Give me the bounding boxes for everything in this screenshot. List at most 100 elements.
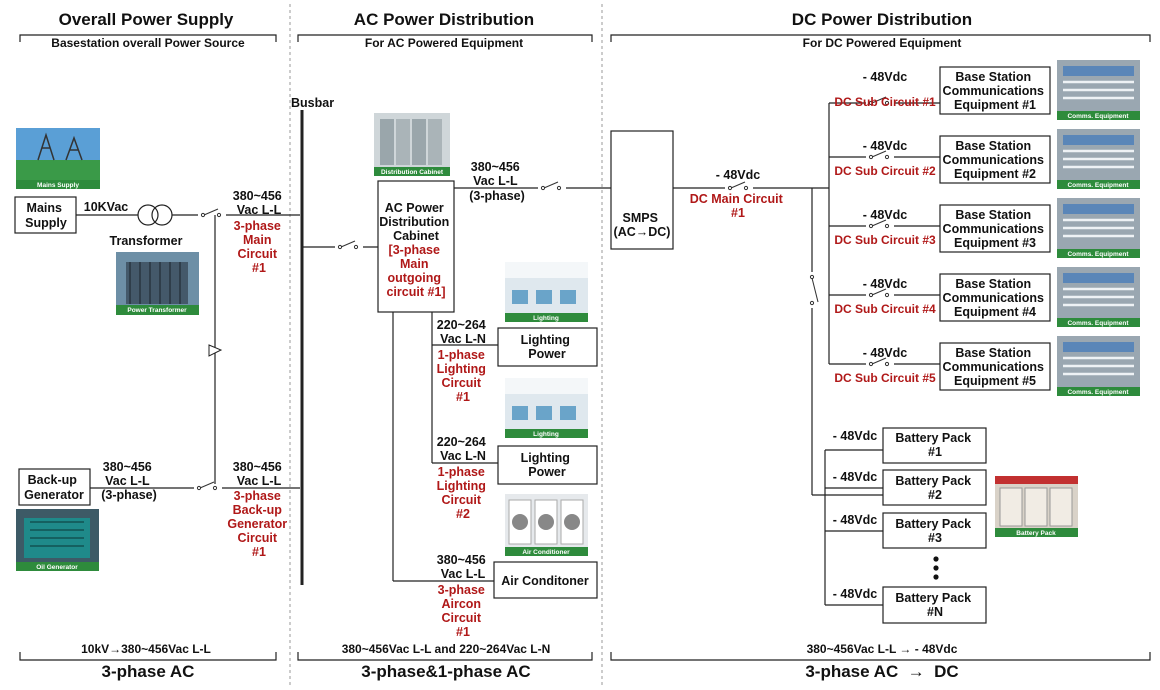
comms-equipment-1-box	[939, 66, 1051, 115]
ac-distribution-cabinet-box	[377, 180, 455, 313]
battery1-voltage: - 48Vdc	[833, 429, 878, 443]
dc-sub-circuit-3: - 48Vdc DC Sub Circuit #3 Base Station C…	[829, 204, 1051, 253]
dc-sub-circuit-2: - 48Vdc DC Sub Circuit #2 Base Station C…	[829, 135, 1051, 184]
battery-pack-n-label: Battery Pack #N	[895, 591, 974, 619]
comms-photo-2-caption: Comms. Equipment	[1067, 182, 1129, 189]
comms-photo-1-caption: Comms. Equipment	[1067, 113, 1129, 120]
battery-pack-2-label: Battery Pack #2	[895, 474, 974, 502]
smps-box	[610, 130, 674, 250]
battery-pack-1-label: Battery Pack #1	[895, 431, 974, 459]
dc-sub-circuit-5: - 48Vdc DC Sub Circuit #5 Base Station C…	[829, 342, 1051, 391]
interlock-arrow-icon	[208, 344, 223, 357]
comms-photo-3-caption: Comms. Equipment	[1067, 251, 1129, 258]
dc-footer-main: 3-phase AC → DC	[805, 662, 958, 681]
backup-generator-box	[18, 468, 91, 506]
transformer-photo-caption: Power Transformer	[127, 307, 187, 314]
aircon-photo-caption: Air Conditioner	[522, 549, 570, 556]
lighting2-circuit-label: 1-phase Lighting Circuit #2	[437, 465, 490, 521]
air-conditioner-box	[493, 561, 598, 599]
sub3-voltage: - 48Vdc	[863, 208, 908, 222]
dc-sub-circuit-4: - 48Vdc DC Sub Circuit #4 Base Station C…	[829, 273, 1051, 322]
battery-ellipsis-icon	[933, 556, 939, 580]
lighting1-photo-caption: Lighting	[533, 315, 559, 322]
dc-footer-bracket	[610, 652, 1151, 661]
overall-header-bracket	[19, 34, 277, 42]
mains-supply-photo: Mains Supply	[16, 128, 100, 189]
comms-photo-5: Comms. Equipment	[1057, 336, 1140, 396]
dc-header-bracket	[610, 34, 1151, 42]
lighting2-voltage: 220~264 Vac L-N	[437, 435, 490, 463]
sub4-circuit-label: DC Sub Circuit #4	[834, 302, 936, 316]
sub2-circuit-label: DC Sub Circuit #2	[834, 164, 936, 178]
comms-equipment-5-label: Base Station Communications Equipment #5	[943, 346, 1048, 388]
lighting1-voltage: 220~264 Vac L-N	[437, 318, 490, 346]
sub4-voltage: - 48Vdc	[863, 277, 908, 291]
generator-photo: Oil Generator	[16, 509, 99, 571]
ac-footer-bracket	[297, 652, 593, 661]
lighting2-photo-caption: Lighting	[533, 431, 559, 438]
ac-title: AC Power Distribution	[354, 10, 534, 29]
battery-pack-n-box	[882, 586, 987, 624]
distribution-cabinet-photo-caption: Distribution Cabinet	[381, 169, 444, 176]
overall-footer-bracket	[19, 652, 277, 661]
main-feed-breaker	[198, 208, 226, 219]
ac-footer-main: 3-phase&1-phase AC	[361, 662, 530, 681]
mains-supply-photo-caption: Mains Supply	[37, 182, 79, 189]
battery-feed-breaker	[808, 272, 819, 308]
overall-footer-main: 3-phase AC	[102, 662, 195, 681]
main-circuit-voltage: 380~456 Vac L-L	[233, 189, 286, 217]
battery-pack-3-label: Battery Pack #3	[895, 517, 974, 545]
battery-pack-1: - 48Vdc Battery Pack #1	[825, 427, 987, 464]
generator-breaker	[194, 481, 222, 492]
sub1-voltage: - 48Vdc	[863, 70, 908, 84]
battery-pack-photo-caption: Battery Pack	[1016, 530, 1056, 537]
lighting1-power-label: Lighting Power	[521, 333, 574, 361]
dc-main-breaker	[725, 181, 753, 192]
battery-pack-2-box	[882, 469, 987, 506]
comms-photo-3: Comms. Equipment	[1057, 198, 1140, 258]
comms-equipment-1-label: Base Station Communications Equipment #1	[943, 70, 1048, 112]
transformer-symbol	[137, 204, 173, 226]
comms-photo-2: Comms. Equipment	[1057, 129, 1140, 189]
battery-pack-photo: Battery Pack	[995, 476, 1078, 537]
battery-pack-2: - 48Vdc Battery Pack #2	[825, 469, 987, 506]
lighting2-photo: Lighting	[505, 378, 588, 438]
comms-photo-4-caption: Comms. Equipment	[1067, 320, 1129, 327]
battery3-voltage: - 48Vdc	[833, 513, 878, 527]
dc-main-voltage: - 48Vdc	[716, 168, 761, 182]
sub2-voltage: - 48Vdc	[863, 139, 908, 153]
aircon-voltage: 380~456 Vac L-L	[437, 553, 490, 581]
comms-equipment-4-box	[939, 273, 1051, 322]
battery-pack-1-box	[882, 427, 987, 464]
sub1-circuit-label: DC Sub Circuit #1	[834, 95, 936, 109]
transformer-label: Transformer	[110, 234, 183, 248]
comms-photo-5-caption: Comms. Equipment	[1067, 389, 1129, 396]
battery-pack-3: - 48Vdc Battery Pack #3	[825, 512, 987, 549]
dc-title: DC Power Distribution	[792, 10, 972, 29]
comms-equipment-2-box	[939, 135, 1051, 184]
transformer-photo: Power Transformer	[116, 252, 199, 315]
distribution-cabinet-photo: Distribution Cabinet	[374, 113, 450, 176]
generator-voltage: 380~456 Vac L-L (3-phase)	[101, 460, 157, 502]
ac-subtitle: For AC Powered Equipment	[365, 36, 523, 50]
backup-circuit-label: 3-phase Back-up Generator Circuit #1	[227, 489, 290, 559]
batteryn-voltage: - 48Vdc	[833, 587, 878, 601]
backup-circuit-voltage: 380~456 Vac L-L	[233, 460, 286, 488]
lighting1-photo: Lighting	[505, 262, 588, 322]
comms-photo-1: Comms. Equipment	[1057, 60, 1140, 120]
comms-equipment-3-label: Base Station Communications Equipment #3	[943, 208, 1048, 250]
aircon-circuit-label: 3-phase Aircon Circuit #1	[438, 583, 489, 639]
aircon-photo: Air Conditioner	[505, 494, 588, 556]
comms-equipment-3-box	[939, 204, 1051, 253]
battery-pack-3-box	[882, 512, 987, 549]
lighting1-power-box	[497, 327, 598, 367]
smps-feed-voltage: 380~456 Vac L-L (3-phase)	[469, 160, 525, 203]
sub5-voltage: - 48Vdc	[863, 346, 908, 360]
ac-header-bracket	[297, 34, 593, 42]
dc-footer-sub: 380~456Vac L-L → - 48Vdc	[807, 642, 958, 656]
sub3-circuit-label: DC Sub Circuit #3	[834, 233, 936, 247]
ac-cabinet-label: AC Power Distribution Cabinet	[379, 201, 453, 243]
main-circuit-label: 3-phase Main Circuit #1	[234, 219, 285, 275]
sub5-circuit-label: DC Sub Circuit #5	[834, 371, 936, 385]
